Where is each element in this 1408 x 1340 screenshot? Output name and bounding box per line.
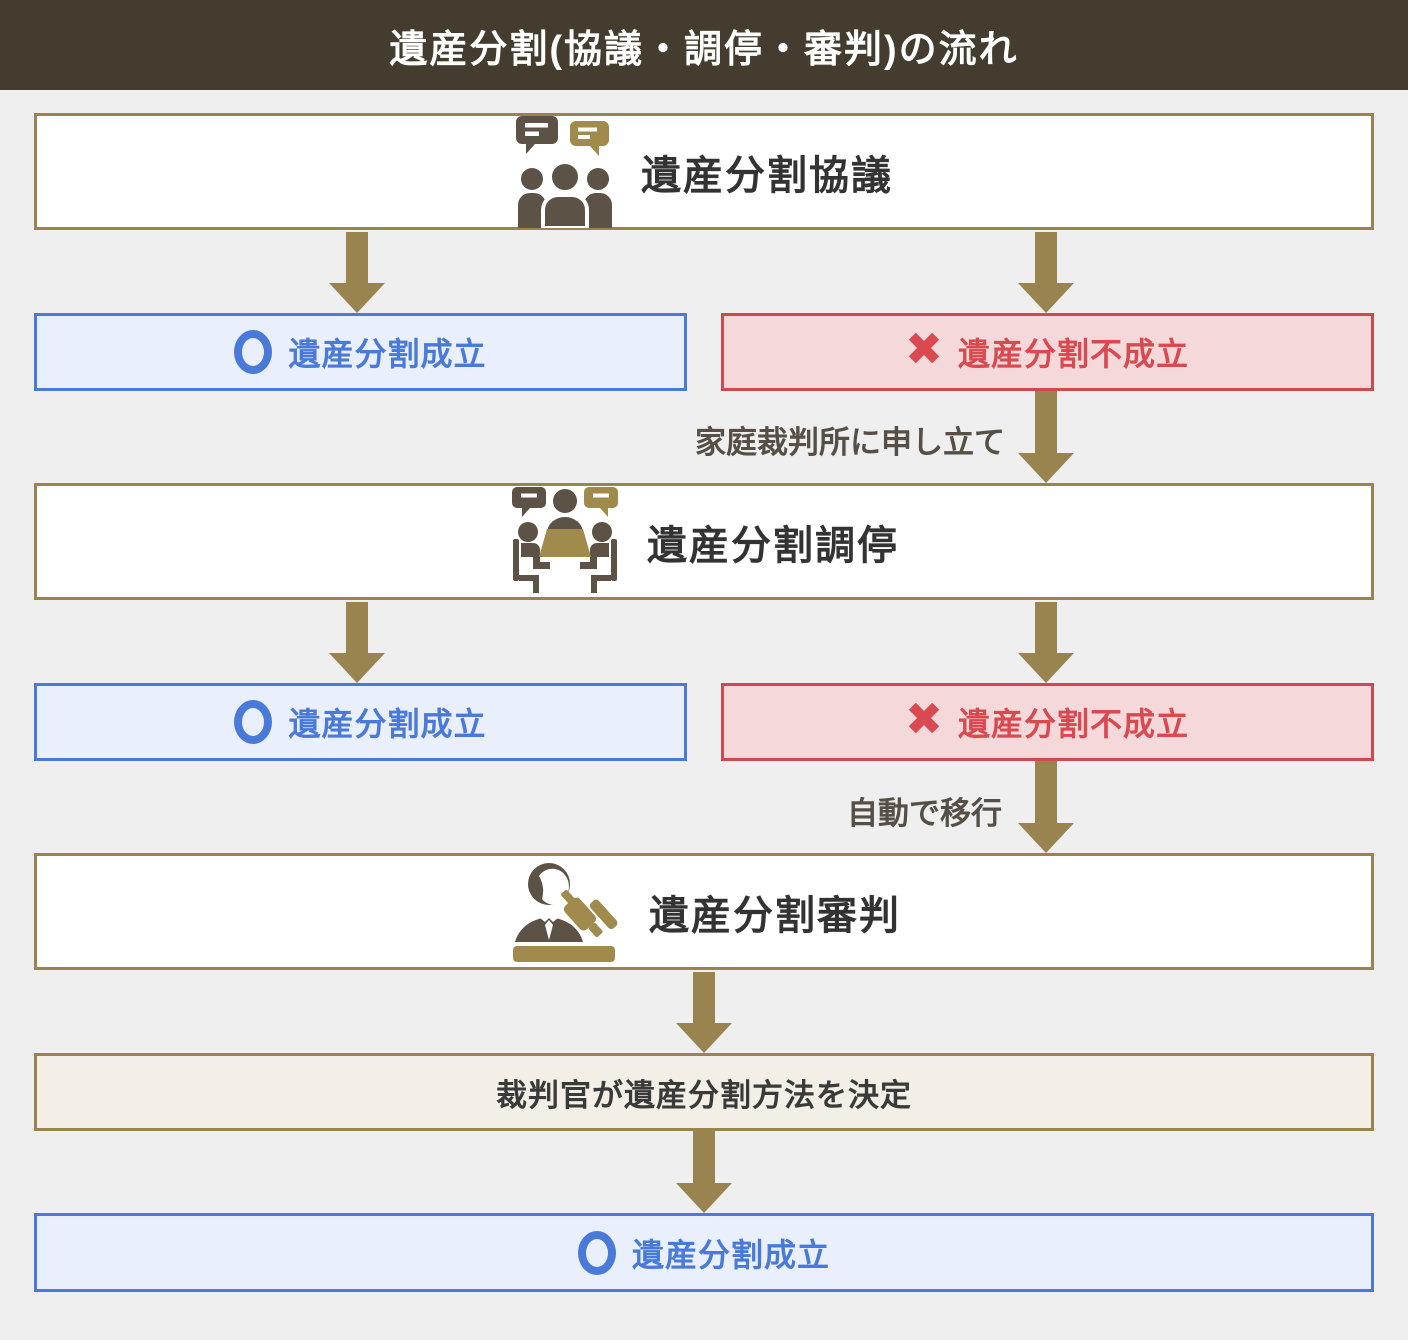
decision-box: 裁判官が遺産分割方法を決定 [34,1053,1374,1131]
arrow-down-icon [329,232,385,313]
page-title: 遺産分割(協議・調停・審判)の流れ [389,28,1019,71]
stage-label-kyogi: 遺産分割協議 [641,153,893,198]
outcome-failure-label: 遺産分割不成立 [957,706,1189,742]
outcome-success-1: 遺産分割成立 [34,313,687,391]
outcome-success-label: 遺産分割成立 [288,336,487,372]
arrow-down-icon [676,1131,732,1213]
outcome-failure-2: 遺産分割不成立 [721,683,1374,761]
circle-outline-icon [234,700,273,744]
outcome-failure-label: 遺産分割不成立 [957,336,1189,372]
circle-outline-icon [577,1230,616,1275]
outcome-failure-1: 遺産分割不成立 [721,313,1374,391]
arrow-down-icon [1018,761,1074,853]
judge-gavel-icon [507,862,623,962]
circle-outline-icon [234,330,273,374]
x-mark-icon [906,330,942,374]
arrow-down-icon [329,602,385,683]
x-mark-icon [906,700,942,744]
outcome-success-label: 遺産分割成立 [288,706,487,742]
outcome-final-success: 遺産分割成立 [34,1213,1374,1292]
stage-box-kyogi: 遺産分割協議 [34,113,1374,230]
stage-box-chotei: 遺産分割調停 [34,483,1374,600]
decision-label: 裁判官が遺産分割方法を決定 [496,1077,912,1113]
final-success-label: 遺産分割成立 [631,1236,830,1273]
arrow-down-icon [1018,391,1074,483]
stage-label-shinpan: 遺産分割審判 [649,893,901,938]
outcome-success-2: 遺産分割成立 [34,683,687,761]
arrow-down-icon [676,972,732,1053]
title-bar: 遺産分割(協議・調停・審判)の流れ [0,0,1408,90]
arrow-down-icon [1018,232,1074,313]
speech-people-icon [515,115,615,228]
stage-box-shinpan: 遺産分割審判 [34,853,1374,970]
transition-label-court: 家庭裁判所に申し立て [695,425,1005,460]
transition-label-auto: 自動で移行 [847,796,1002,831]
stage-label-chotei: 遺産分割調停 [647,523,899,568]
mediation-table-icon [509,486,621,597]
arrow-down-icon [1018,602,1074,683]
